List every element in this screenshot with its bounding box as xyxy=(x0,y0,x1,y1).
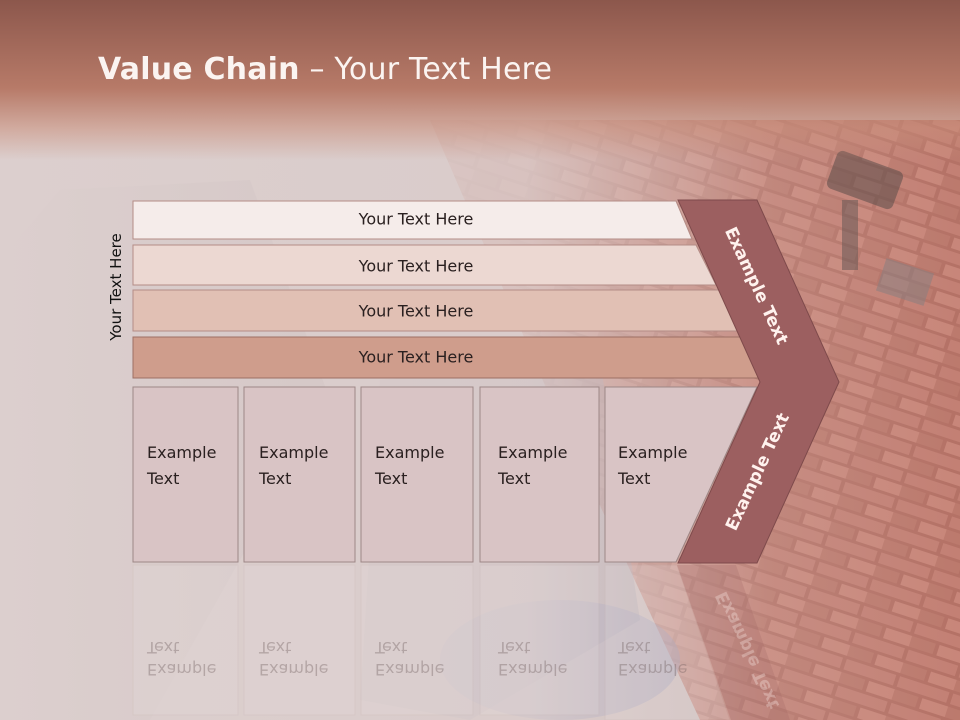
column-2-label: Example Text xyxy=(259,440,328,492)
title-bold: Value Chain xyxy=(98,52,300,87)
column-5-line2: Text xyxy=(618,469,651,488)
column-2-reflection-line2: Text xyxy=(259,638,292,657)
column-4-label: Example Text xyxy=(498,440,567,492)
column-1[interactable] xyxy=(132,386,239,563)
column-1-reflection-line2: Text xyxy=(147,638,180,657)
column-3-label: Example Text xyxy=(375,440,444,492)
title-rest: – Your Text Here xyxy=(299,52,553,87)
band-2-label: Your Text Here xyxy=(358,256,474,276)
column-1-label: Example Text xyxy=(147,440,216,492)
column-3-reflection: Example Text xyxy=(375,636,444,680)
title-band xyxy=(0,0,960,160)
column-3-reflection-line1: Example xyxy=(375,660,445,679)
slide-title: Value Chain – Your Text Here xyxy=(98,52,552,87)
column-2-line2: Text xyxy=(259,469,292,488)
column-3-line2: Text xyxy=(375,469,408,488)
column-1-line1: Example xyxy=(147,443,217,462)
column-4-line2: Text xyxy=(498,469,531,488)
column-3-line1: Example xyxy=(375,443,445,462)
column-4-reflection: Example Text xyxy=(498,636,567,680)
band-3-label: Your Text Here xyxy=(358,301,474,321)
column-4-reflection-line2: Text xyxy=(498,638,531,657)
column-5[interactable] xyxy=(604,386,758,563)
column-1-line2: Text xyxy=(147,469,180,488)
column-3[interactable] xyxy=(360,386,474,563)
column-2-reflection-line1: Example xyxy=(259,660,329,679)
band-1-label: Your Text Here xyxy=(358,209,474,229)
column-4-line1: Example xyxy=(498,443,568,462)
column-5-reflection-line1: Example xyxy=(618,660,688,679)
column-4-reflection-line1: Example xyxy=(498,660,568,679)
column-4[interactable] xyxy=(479,386,600,563)
column-5-line1: Example xyxy=(618,443,688,462)
column-2-line1: Example xyxy=(259,443,329,462)
column-1-reflection-line1: Example xyxy=(147,660,217,679)
column-5-reflection-line2: Text xyxy=(618,638,651,657)
column-1-reflection: Example Text xyxy=(147,636,216,680)
column-3-reflection-line2: Text xyxy=(375,638,408,657)
column-5-reflection: Example Text xyxy=(618,636,687,680)
band-4-label: Your Text Here xyxy=(358,347,474,367)
chevron-arrow[interactable] xyxy=(677,199,840,564)
band-1[interactable] xyxy=(132,200,693,240)
column-2[interactable] xyxy=(243,386,356,563)
column-5-label: Example Text xyxy=(618,440,687,492)
column-2-reflection: Example Text xyxy=(259,636,328,680)
